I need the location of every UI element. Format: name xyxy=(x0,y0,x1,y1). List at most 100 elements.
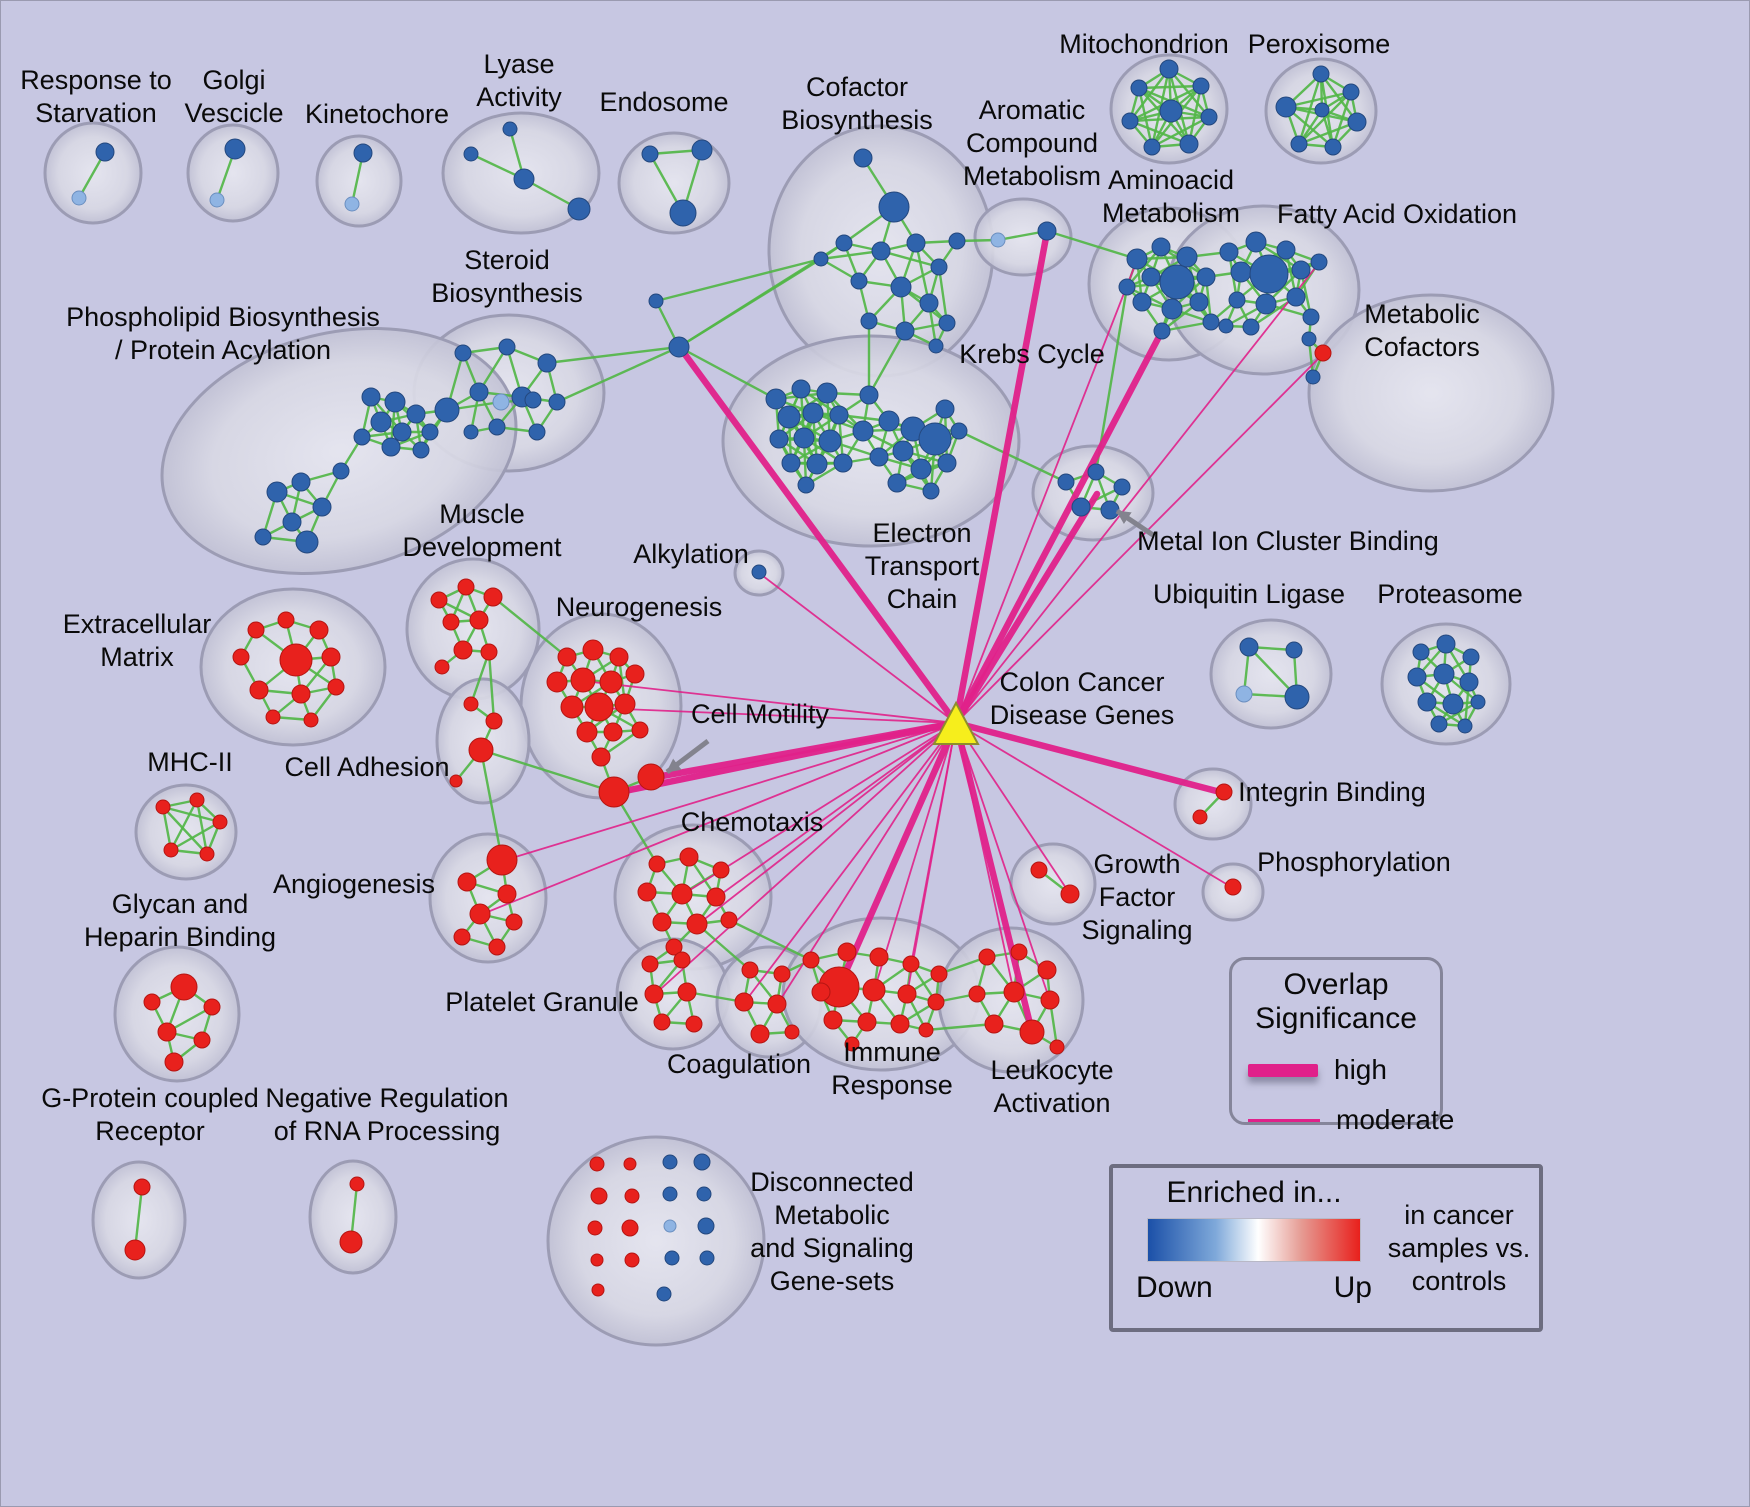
gene-set-node xyxy=(584,692,614,722)
gene-set-node xyxy=(720,911,738,929)
gene-set-node xyxy=(850,272,868,290)
gene-set-node xyxy=(590,1253,604,1267)
gene-set-node xyxy=(1224,878,1242,896)
gene-set-node xyxy=(442,613,460,631)
gene-set-node xyxy=(844,1036,860,1052)
green-link-edge xyxy=(695,922,752,972)
gene-set-node xyxy=(784,1024,800,1040)
green-link-edge xyxy=(555,345,681,404)
green-edge xyxy=(914,241,931,305)
green-edge xyxy=(1284,90,1353,109)
gene-set-node xyxy=(468,737,494,763)
gene-set-node xyxy=(1436,634,1456,654)
gene-set-node xyxy=(1219,242,1239,262)
gene-set-node xyxy=(590,1187,608,1205)
gene-set-node xyxy=(557,647,577,667)
enriched-legend-title: Enriched in... xyxy=(1166,1176,1342,1209)
cluster-ellipse-metabolic-cofactors xyxy=(1307,293,1555,493)
gene-set-node xyxy=(203,998,221,1016)
cluster-label-peroxisome: Peroxisome xyxy=(1248,29,1391,59)
gene-set-node xyxy=(609,647,629,667)
gene-set-node xyxy=(777,405,801,429)
cluster-ellipse-kinetochore xyxy=(315,134,403,228)
gene-set-node xyxy=(560,695,584,719)
gene-set-node xyxy=(576,721,598,743)
green-edge xyxy=(169,820,222,852)
gene-set-node xyxy=(1470,694,1486,710)
gene-set-node xyxy=(641,955,659,973)
gene-set-node xyxy=(1130,79,1148,97)
gene-set-node xyxy=(1412,643,1430,661)
gene-set-node xyxy=(421,423,439,441)
gene-set-node xyxy=(767,994,787,1014)
gene-set-node xyxy=(591,1283,605,1297)
gene-set-node xyxy=(381,437,401,457)
gene-set-node xyxy=(910,458,932,480)
gene-set-node xyxy=(906,233,926,253)
overlap-edge-moderate xyxy=(696,722,957,926)
gene-set-node xyxy=(599,670,623,694)
gene-set-node xyxy=(1037,221,1057,241)
gene-set-node xyxy=(1049,1039,1065,1055)
green-link-edge xyxy=(957,429,1068,484)
gene-set-node xyxy=(637,763,665,791)
gene-set-node xyxy=(1040,990,1060,1010)
gene-set-node xyxy=(492,393,510,411)
gene-set-node xyxy=(1189,292,1209,312)
gene-set-node xyxy=(668,336,690,358)
overlap-edge-high xyxy=(952,719,1228,797)
gene-set-node xyxy=(327,678,345,696)
gene-set-node xyxy=(624,1252,640,1268)
gene-set-node xyxy=(212,814,228,830)
green-link-edge xyxy=(1045,229,1139,261)
cluster-label-platelet-granule: Platelet Granule xyxy=(445,987,639,1017)
gene-set-node xyxy=(950,422,968,440)
gene-set-node xyxy=(1286,287,1306,307)
overlap-edge-moderate xyxy=(955,722,1234,889)
cluster-label-mhc-ii: MHC-II xyxy=(147,747,232,777)
gene-set-node xyxy=(1126,248,1148,270)
annotation-label-cell-motility: Cell Motility xyxy=(691,699,830,729)
gene-set-node xyxy=(1242,318,1260,336)
gene-set-node xyxy=(1179,134,1199,154)
gene-set-node xyxy=(469,903,491,925)
gene-set-node xyxy=(1245,231,1267,253)
gene-set-node xyxy=(871,241,891,261)
gene-set-node xyxy=(502,121,518,137)
cluster-ellipse-disconnected-gene-sets xyxy=(546,1135,766,1347)
enriched-in-legend: Enriched in... Down Up in cancer samples… xyxy=(1109,1164,1543,1332)
gene-set-node xyxy=(837,942,857,962)
gene-set-node xyxy=(291,684,311,704)
gene-set-node xyxy=(878,191,910,223)
gene-set-node xyxy=(1284,684,1310,710)
gene-set-node xyxy=(685,1015,703,1033)
up-label: Up xyxy=(1333,1271,1372,1304)
cluster-label-fatty-acid-oxidation: Fatty Acid Oxidation xyxy=(1277,199,1517,229)
gene-set-node xyxy=(434,397,460,423)
cluster-ellipse-aromatic-compound-metabolism xyxy=(973,197,1073,277)
green-edge xyxy=(195,798,209,856)
gene-set-node xyxy=(254,528,272,546)
green-edge xyxy=(161,805,209,856)
gene-set-node xyxy=(1314,102,1330,118)
gene-set-node xyxy=(486,844,518,876)
gene-set-node xyxy=(1100,500,1120,520)
gene-set-node xyxy=(1430,715,1448,733)
gene-set-node xyxy=(984,1014,1004,1034)
gene-set-node xyxy=(1407,667,1427,687)
gene-set-node xyxy=(548,393,566,411)
gene-set-node xyxy=(164,1052,184,1072)
green-link-edge xyxy=(491,595,569,659)
overlap-edge-moderate xyxy=(598,707,957,724)
green-link-edge xyxy=(677,257,823,349)
green-link-edge xyxy=(685,990,746,1004)
gene-set-node xyxy=(791,379,811,399)
gene-set-node xyxy=(1459,672,1479,692)
gene-set-node xyxy=(1200,108,1218,126)
